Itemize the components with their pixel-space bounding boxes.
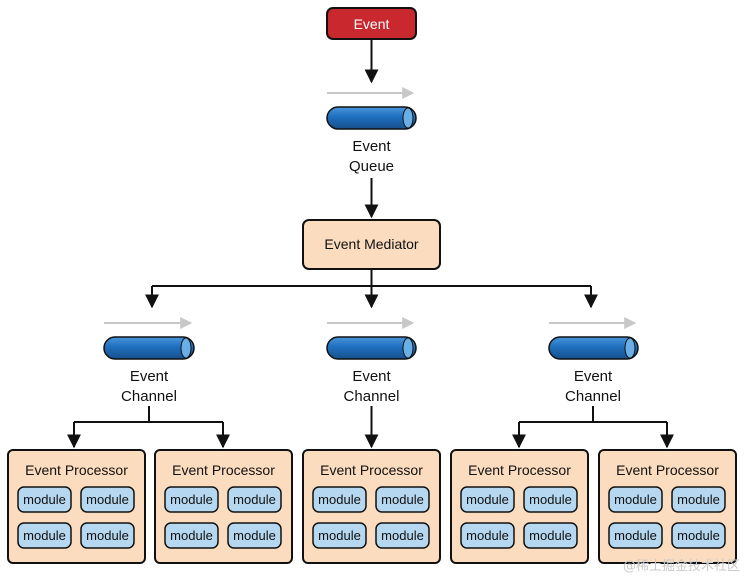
- event-queue: Event Queue: [326, 87, 417, 175]
- module-label: module: [233, 528, 276, 543]
- module-label: module: [614, 492, 657, 507]
- module: module: [164, 522, 219, 549]
- channel-3-label-line1: Event: [574, 368, 613, 385]
- module: module: [671, 522, 726, 549]
- module: module: [80, 486, 135, 513]
- channel-1-label-line2: Channel: [121, 388, 177, 405]
- event-processor-5: Event Processor module module module mod…: [598, 449, 737, 564]
- module: module: [80, 522, 135, 549]
- mediator-label: Event Mediator: [324, 236, 418, 252]
- module-label: module: [170, 492, 213, 507]
- channel-3-pipe: [548, 336, 639, 360]
- event-channel-1: Event Channel: [103, 317, 195, 405]
- event-mediator-box: Event Mediator: [302, 219, 441, 270]
- module-label: module: [529, 492, 572, 507]
- event-processor-3: Event Processor module module module mod…: [302, 449, 441, 564]
- module: module: [523, 522, 578, 549]
- event-processor-1: Event Processor module module module mod…: [7, 449, 146, 564]
- processor-1-label: Event Processor: [25, 462, 128, 478]
- processor-5-label: Event Processor: [616, 462, 719, 478]
- event-channel-2: Event Channel: [326, 317, 417, 405]
- channel-3-connectors: [512, 406, 674, 449]
- channel-1-pipe: [103, 336, 195, 360]
- module-label: module: [466, 492, 509, 507]
- queue-pipe: [326, 106, 417, 130]
- queue-label-line1: Event: [352, 138, 391, 155]
- module: module: [17, 486, 72, 513]
- channel-3-label-line2: Channel: [565, 388, 621, 405]
- module-label: module: [677, 492, 720, 507]
- event-label: Event: [354, 16, 390, 32]
- module-label: module: [86, 492, 129, 507]
- event-box: Event: [326, 7, 417, 40]
- channel-1-connectors: [67, 406, 230, 449]
- module: module: [164, 486, 219, 513]
- module: module: [312, 486, 367, 513]
- module: module: [460, 522, 515, 549]
- module-label: module: [170, 528, 213, 543]
- event-channel-3: Event Channel: [548, 317, 639, 405]
- channel-2-label-line1: Event: [352, 368, 391, 385]
- module: module: [227, 486, 282, 513]
- module-label: module: [466, 528, 509, 543]
- module: module: [608, 486, 663, 513]
- processor-4-label: Event Processor: [468, 462, 571, 478]
- event-processor-4: Event Processor module module module mod…: [450, 449, 589, 564]
- module-label: module: [677, 528, 720, 543]
- module-label: module: [381, 528, 424, 543]
- event-processor-2: Event Processor module module module mod…: [154, 449, 293, 564]
- module-label: module: [233, 492, 276, 507]
- module: module: [608, 522, 663, 549]
- module: module: [523, 486, 578, 513]
- processor-2-label: Event Processor: [172, 462, 275, 478]
- channel-1-label-line1: Event: [130, 368, 169, 385]
- module-label: module: [23, 528, 66, 543]
- module: module: [375, 522, 430, 549]
- module: module: [312, 522, 367, 549]
- module-label: module: [381, 492, 424, 507]
- module-label: module: [318, 492, 361, 507]
- watermark-text: @稀土掘金技术社区: [622, 559, 740, 574]
- module: module: [460, 486, 515, 513]
- queue-label-line2: Queue: [349, 158, 394, 175]
- module: module: [17, 522, 72, 549]
- module-label: module: [23, 492, 66, 507]
- module-label: module: [86, 528, 129, 543]
- module-label: module: [318, 528, 361, 543]
- processor-3-label: Event Processor: [320, 462, 423, 478]
- module-label: module: [614, 528, 657, 543]
- mediator-distribution: [145, 270, 598, 309]
- module: module: [375, 486, 430, 513]
- module: module: [227, 522, 282, 549]
- module: module: [671, 486, 726, 513]
- channel-2-pipe: [326, 336, 417, 360]
- channel-2-label-line2: Channel: [344, 388, 400, 405]
- module-label: module: [529, 528, 572, 543]
